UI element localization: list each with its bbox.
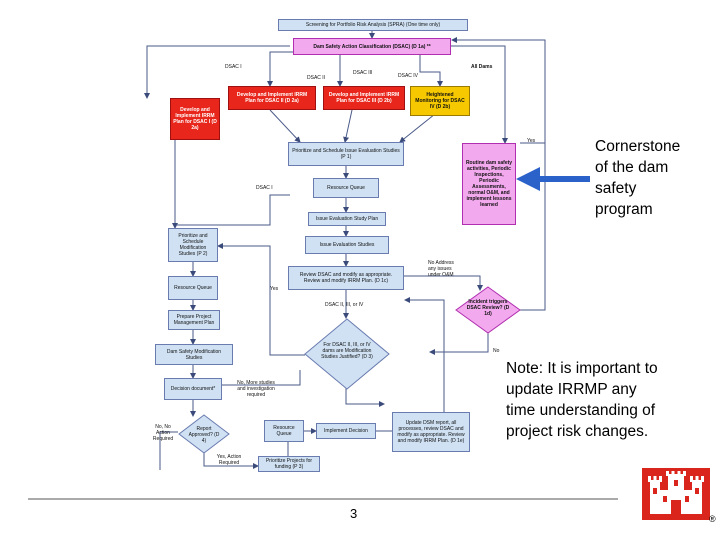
pmp-text: Prepare Project Management Plan [173,314,215,326]
irrm-dsac3-box: Develop and Implement IRRM Plan for DSAC… [323,86,405,110]
decision-doc-box: Decision document* [164,378,222,400]
review-dsac-box: Review DSAC and modify as appropriate. R… [288,266,404,290]
castle-logo-graphic [648,471,704,514]
incident-diamond-shape [455,286,521,334]
incident-text: Incident triggers DSAC Review? (D 1d) [466,299,510,317]
label-yes-left: Yes [270,286,279,292]
label-all-dams: All Dams [471,64,493,70]
issue-studies-box: Issue Evaluation Studies [305,236,389,254]
cornerstone-line-2: of the dam [595,159,669,176]
implement-box: Implement Decision [316,423,376,439]
label-yes-action: Yes, Action Required [216,454,242,466]
screening-box: Screening for Portfolio Risk Analysis (S… [278,19,468,31]
issue-studies-text: Issue Evaluation Studies [319,242,375,248]
resource-queue-1-text: Resource Queue [327,185,365,191]
routine-text: Routine dam safety activities, Periodic … [465,160,513,208]
prioritize-funding-box: Prioritize Projects for funding (P 3) [258,456,320,472]
irrm-dsac1-text: Develop and Implement IRRM Plan for DSAC… [173,107,217,131]
heightened-box: Heightened Monitoring for DSAC IV (D 2b) [410,86,470,116]
prioritize-issue-text: Prioritize and Schedule Issue Evaluation… [292,148,400,160]
castle-logo [642,468,710,520]
classification-text: Dam Safety Action Classification (DSAC) … [313,43,431,50]
irrm-dsac1-box: Develop and Implement IRRM Plan for DSAC… [170,98,220,140]
note-line-1: Note: It is important to [506,360,658,377]
report-approved-text: Report Approved? (D 4) [188,426,220,444]
cornerstone-line-4: program [595,201,653,218]
prioritize-mod-text: Prioritize and Schedule Modification Stu… [178,233,208,257]
prioritize-funding-text: Prioritize Projects for funding (P 3) [265,458,313,470]
resource-queue-3-box: Resource Queue [264,420,304,442]
irrm-dsac3-text: Develop and Implement IRRM Plan for DSAC… [328,92,400,104]
mod-studies-box: Dam Safety Modification Studies [155,344,233,365]
screening-text: Screening for Portfolio Risk Analysis (S… [305,22,441,28]
cornerstone-line-1: Cornerstone [595,138,681,155]
pmp-box: Prepare Project Management Plan [168,310,220,330]
implement-text: Implement Decision [324,428,368,434]
update-dsm-text: Update DSM report, all processes, review… [397,420,465,444]
label-dsac1-mid: DSAC I [256,185,273,191]
note-line-3: time understanding of [506,402,656,419]
label-dsac2: DSAC II [307,75,326,81]
prioritize-mod-box: Prioritize and Schedule Modification Stu… [168,228,218,262]
note-line-2: update IRRMP any [506,381,637,398]
label-yes-routine: Yes [527,138,536,144]
irrm-dsac2-box: Develop and Implement IRRM Plan for DSAC… [228,86,316,110]
label-no-more-studies: No, More studies and investigation requi… [237,380,275,398]
issue-plan-text: Issue Evaluation Study Plan [315,216,379,222]
label-dsac1-top: DSAC I [225,64,242,70]
mod-studies-text: Dam Safety Modification Studies [166,348,222,361]
review-dsac-text: Review DSAC and modify as appropriate. R… [299,272,393,284]
irrm-dsac2-text: Develop and Implement IRRM Plan for DSAC… [236,92,308,104]
label-dsac3-4: DSAC IV [398,73,419,79]
label-no-action: No, No Action Required [152,424,174,442]
label-no-incident: No [493,348,500,354]
label-dsac2-3-4: DSAC II, III, or IV [325,302,364,308]
justified-text: For DSAC II, III, or IV dams are Modific… [321,342,373,360]
classification-box: Dam Safety Action Classification (DSAC) … [293,38,451,55]
resource-queue-3-text: Resource Queue [273,425,295,437]
registered-mark: ® [709,514,716,524]
routine-box: Routine dam safety activities, Periodic … [462,143,516,225]
issue-plan-box: Issue Evaluation Study Plan [308,212,386,226]
heightened-text: Heightened Monitoring for DSAC IV (D 2b) [415,92,465,110]
report-approved-diamond-shape [178,414,230,454]
justified-diamond-shape [304,318,390,390]
irrmp-note: Note: It is important to update IRRMP an… [506,358,658,442]
label-dsac3: DSAC III [353,70,373,76]
cornerstone-callout: Cornerstone of the dam safety program [595,136,680,220]
page-number: 3 [350,506,358,521]
cornerstone-line-3: safety [595,180,637,197]
update-dsm-box: Update DSM report, all processes, review… [392,412,470,452]
note-line-4: project risk changes. [506,423,649,440]
label-no-address: No Address any issues under O&M [428,260,454,278]
resource-queue-2-text: Resource Queue [174,285,212,291]
resource-queue-1-box: Resource Queue [313,178,379,198]
resource-queue-2-box: Resource Queue [168,276,218,300]
prioritize-issue-box: Prioritize and Schedule Issue Evaluation… [288,142,404,166]
decision-doc-text: Decision document* [170,386,216,392]
